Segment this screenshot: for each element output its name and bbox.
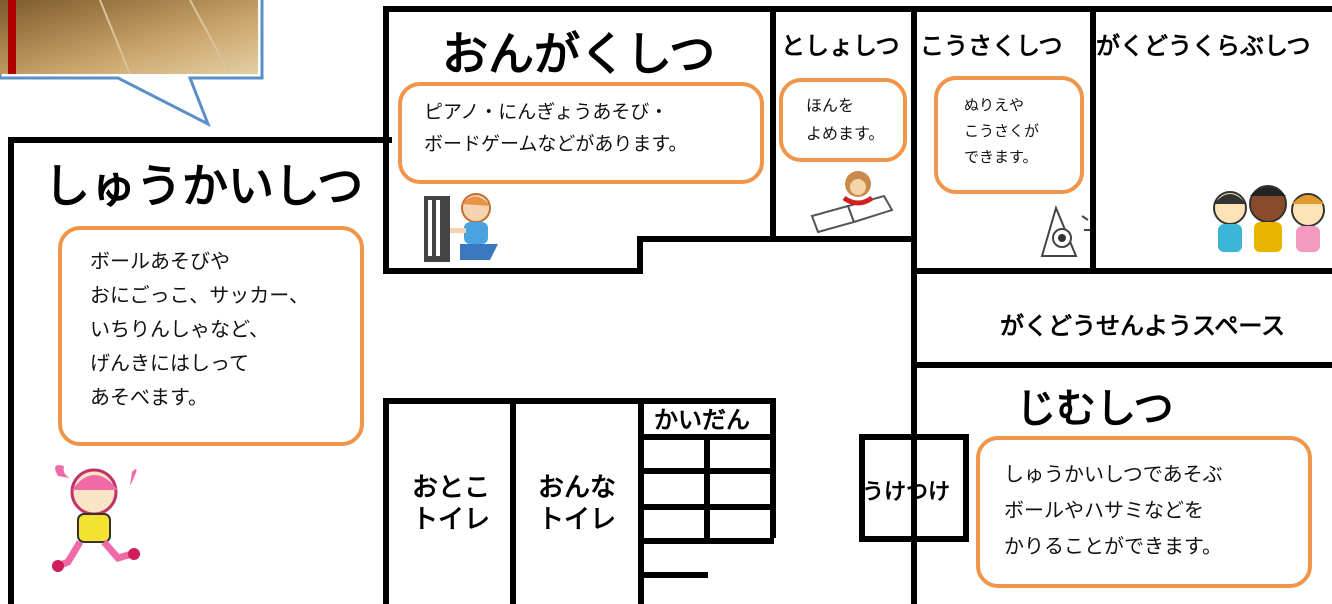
- reading-monkey-icon: [810, 171, 894, 234]
- room-title-jimushitsu: じむしつ: [1016, 386, 1174, 432]
- room-title-ongakushitsu: おんがくしつ: [442, 27, 716, 81]
- desc-toshoshitsu: ほんを よめます。: [806, 96, 885, 143]
- photo-red-strip: [8, 0, 16, 74]
- room-title-onna-toilet: おんな トイレ: [538, 473, 617, 535]
- callout-shape: [0, 0, 264, 128]
- running-girl-icon: [52, 465, 140, 572]
- desc-ongakushitsu: ピアノ・にんぎょうあそび・ ボードゲームなどがあります。: [424, 101, 688, 155]
- desc-jimushitsu: しゅうかいしつであそぶ ボールやハサミなどを かりることができます。: [1004, 462, 1223, 558]
- desc-kousakushitsu: ぬりえや こうさくが できます。: [964, 96, 1040, 166]
- room-title-gakudou-space: がくどうせんようスペース: [1000, 312, 1286, 340]
- room-title-otoko-toilet: おとこ トイレ: [412, 473, 491, 535]
- bubble-toshoshitsu: [779, 78, 907, 162]
- desc-shuukaishitsu: ボールあそびや おにごっこ、サッカー、 いちりんしゃなど、 げんきにはしって あ…: [90, 249, 309, 409]
- bubble-shuukaishitsu: [58, 226, 364, 446]
- room-title-shuukaishitsu: しゅうかいしつ: [44, 159, 364, 213]
- room-title-kousakushitsu: こうさくしつ: [920, 32, 1063, 60]
- room-title-toshoshitsu: としょしつ: [781, 32, 900, 60]
- room-title-kaidan: かいだん: [654, 406, 750, 434]
- piano-girl-icon: [424, 193, 498, 262]
- bubble-jimushitsu: [976, 436, 1312, 588]
- pencil-character-icon: [1040, 205, 1090, 257]
- photo-callout: [0, 0, 300, 130]
- bubble-ongakushitsu: [398, 82, 764, 184]
- room-title-uketsuke: うけつけ: [862, 480, 951, 505]
- bubble-kousakushitsu: [934, 76, 1084, 194]
- room-title-gakudou-club: がくどうくらぶしつ: [1096, 32, 1311, 60]
- kids-group-icon: [1213, 185, 1325, 252]
